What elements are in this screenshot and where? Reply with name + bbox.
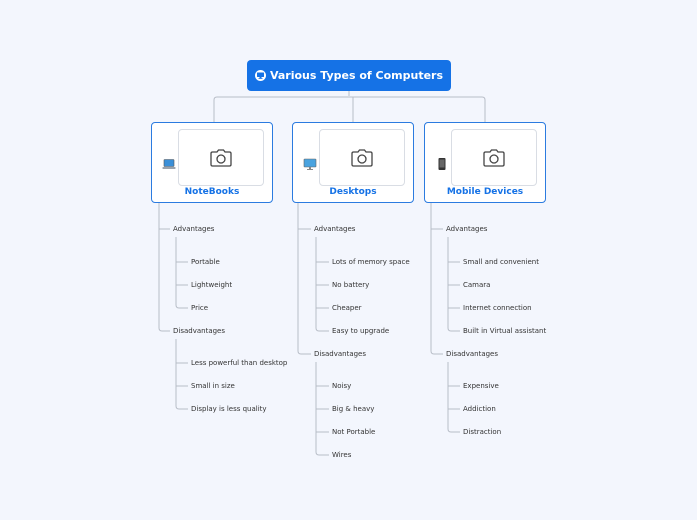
laptop-icon (162, 156, 176, 170)
disadvantage-item[interactable]: Wires (332, 451, 352, 459)
computer-emoji-icon (254, 70, 266, 81)
advantage-item[interactable]: Small and convenient (463, 258, 539, 266)
topic-label: Mobile Devices (446, 187, 524, 197)
camera-icon (351, 148, 373, 167)
category-advantages[interactable]: Advantages (446, 225, 488, 233)
root-topic-title: Various Types of Computers (269, 69, 444, 82)
category-disadvantages[interactable]: Disadvantages (314, 350, 367, 358)
advantage-item[interactable]: Cheaper (332, 304, 362, 312)
disadvantage-item[interactable]: Distraction (463, 428, 502, 436)
disadvantage-item[interactable]: Expensive (463, 382, 499, 390)
advantage-item[interactable]: Lightweight (191, 281, 233, 289)
disadvantage-item[interactable]: Not Portable (332, 428, 376, 436)
advantage-item[interactable]: No battery (332, 281, 370, 289)
disadvantage-item[interactable]: Display is less quality (191, 405, 267, 413)
topic-card-mobile-devices[interactable]: Mobile Devices (424, 122, 546, 203)
topic-label: Desktops (329, 187, 377, 197)
desktop-icon (303, 156, 317, 170)
image-placeholder[interactable] (319, 129, 405, 186)
topic-card-desktops[interactable]: Desktops (292, 122, 414, 203)
mobile-phone-icon (435, 156, 449, 170)
advantage-item[interactable]: Price (191, 304, 209, 312)
advantage-item[interactable]: Lots of memory space (332, 258, 410, 266)
advantage-item[interactable]: Camara (463, 281, 491, 289)
category-advantages[interactable]: Advantages (173, 225, 215, 233)
disadvantage-item[interactable]: Less powerful than desktop (191, 359, 288, 367)
advantage-item[interactable]: Portable (191, 258, 220, 266)
advantage-item[interactable]: Easy to upgrade (332, 327, 390, 335)
disadvantage-item[interactable]: Big & heavy (332, 405, 375, 413)
advantage-item[interactable]: Internet connection (463, 304, 532, 312)
category-disadvantages[interactable]: Disadvantages (446, 350, 499, 358)
advantage-item[interactable]: Built in Virtual assistant (463, 327, 547, 335)
category-advantages[interactable]: Advantages (314, 225, 356, 233)
disadvantage-item[interactable]: Addiction (463, 405, 496, 413)
disadvantage-item[interactable]: Noisy (332, 382, 352, 390)
camera-icon (483, 148, 505, 167)
camera-icon (210, 148, 232, 167)
image-placeholder[interactable] (178, 129, 264, 186)
disadvantage-item[interactable]: Small in size (191, 382, 235, 390)
category-disadvantages[interactable]: Disadvantages (173, 327, 226, 335)
topic-card-notebooks[interactable]: NoteBooks (151, 122, 273, 203)
topic-label: NoteBooks (184, 187, 240, 197)
root-topic[interactable]: Various Types of Computers (247, 60, 451, 91)
image-placeholder[interactable] (451, 129, 537, 186)
